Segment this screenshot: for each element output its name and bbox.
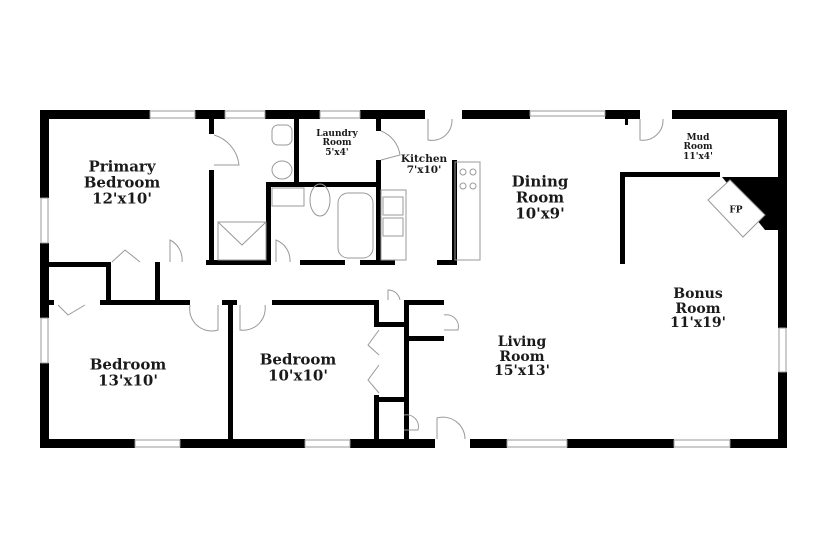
room-name: Room: [499, 348, 545, 365]
room-name: Kitchen: [400, 152, 448, 165]
room-label-bonus-room: Bonus Room 11'x19': [670, 287, 726, 331]
room-name: Dining: [511, 172, 569, 191]
room-size: 13'x10': [98, 371, 158, 389]
room-label-living-room: Living Room 15'x13': [494, 335, 550, 379]
room-name: Bonus: [673, 285, 723, 302]
room-size: 5'x4': [325, 147, 349, 158]
room-size: 11'x4': [683, 151, 713, 162]
room-name: Bedroom: [89, 355, 167, 374]
room-name: Laundry: [316, 128, 358, 139]
room-size: 10'x10': [268, 366, 328, 384]
room-name: Bedroom: [259, 350, 337, 369]
room-size: 12'x10': [92, 188, 152, 207]
room-label-laundry-room: Laundry Room 5'x4': [316, 128, 358, 158]
room-size: 11'x19': [670, 315, 726, 332]
room-label-bedroom-2: Bedroom 10'x10': [259, 350, 337, 384]
room-name: Room: [322, 138, 352, 149]
room-label-primary-bedroom: Primary Bedroom 12'x10': [84, 159, 161, 206]
room-label-bedroom-1: Bedroom 13'x10': [89, 355, 167, 389]
room-size: 15'x13': [494, 363, 550, 380]
room-name: Room: [515, 188, 565, 207]
room-name: Room: [683, 142, 713, 153]
room-label-dining-room: Dining Room 10'x9': [512, 174, 569, 221]
room-size: 7'x10': [406, 164, 442, 176]
room-label-kitchen: Kitchen 7'x10': [400, 152, 448, 176]
room-size: 10'x9': [515, 203, 565, 222]
room-name: Primary: [88, 157, 156, 176]
room-name: Living: [497, 333, 547, 350]
room-name: Room: [675, 300, 721, 317]
windows: [40, 110, 787, 448]
fixtures: [57, 118, 766, 440]
room-label-mud-room: Mud Room 11'x4': [683, 132, 713, 162]
room-name: Bedroom: [83, 173, 161, 192]
fireplace-label: FP: [729, 205, 743, 216]
room-name: Mud: [686, 132, 710, 143]
